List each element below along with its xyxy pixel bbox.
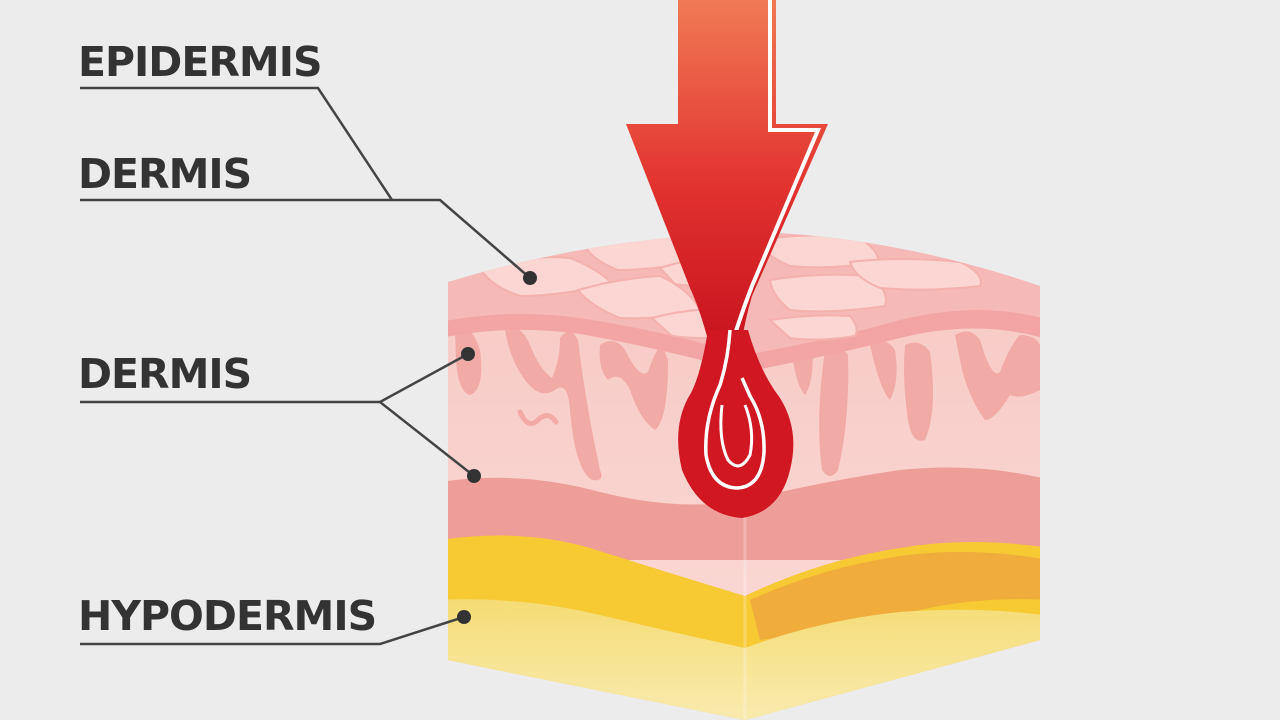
- hypodermis-marker-dot: [457, 610, 471, 624]
- dermis-squiggle: [517, 409, 559, 427]
- label-hypodermis: HYPODERMIS: [78, 592, 376, 640]
- label-epidermis: EPIDERMIS: [78, 38, 322, 86]
- epidermis-edge: [448, 310, 1040, 372]
- epidermis-marker-dot: [523, 271, 537, 285]
- blood-drop: [678, 330, 794, 518]
- label-dermis-lower: DERMIS: [78, 350, 251, 398]
- dermis-upper-leader: [80, 198, 531, 279]
- drop-highlight: [704, 329, 766, 490]
- dermis-marker-dot-upper: [461, 347, 475, 361]
- penetration-arrow: [626, 0, 828, 518]
- epidermis-leader: [80, 86, 394, 201]
- arrow-shape: [626, 0, 828, 340]
- leader-dots: [457, 271, 537, 624]
- label-dermis-upper: DERMIS: [78, 150, 251, 198]
- drop-inner-highlight: [719, 404, 754, 468]
- leader-lines: [80, 86, 531, 646]
- dermis-marker-dot-lower: [467, 469, 481, 483]
- hypodermis-leader: [80, 615, 465, 646]
- dermis-lower-leader-bottom: [379, 401, 475, 477]
- hypodermis-fat-band: [750, 551, 1040, 640]
